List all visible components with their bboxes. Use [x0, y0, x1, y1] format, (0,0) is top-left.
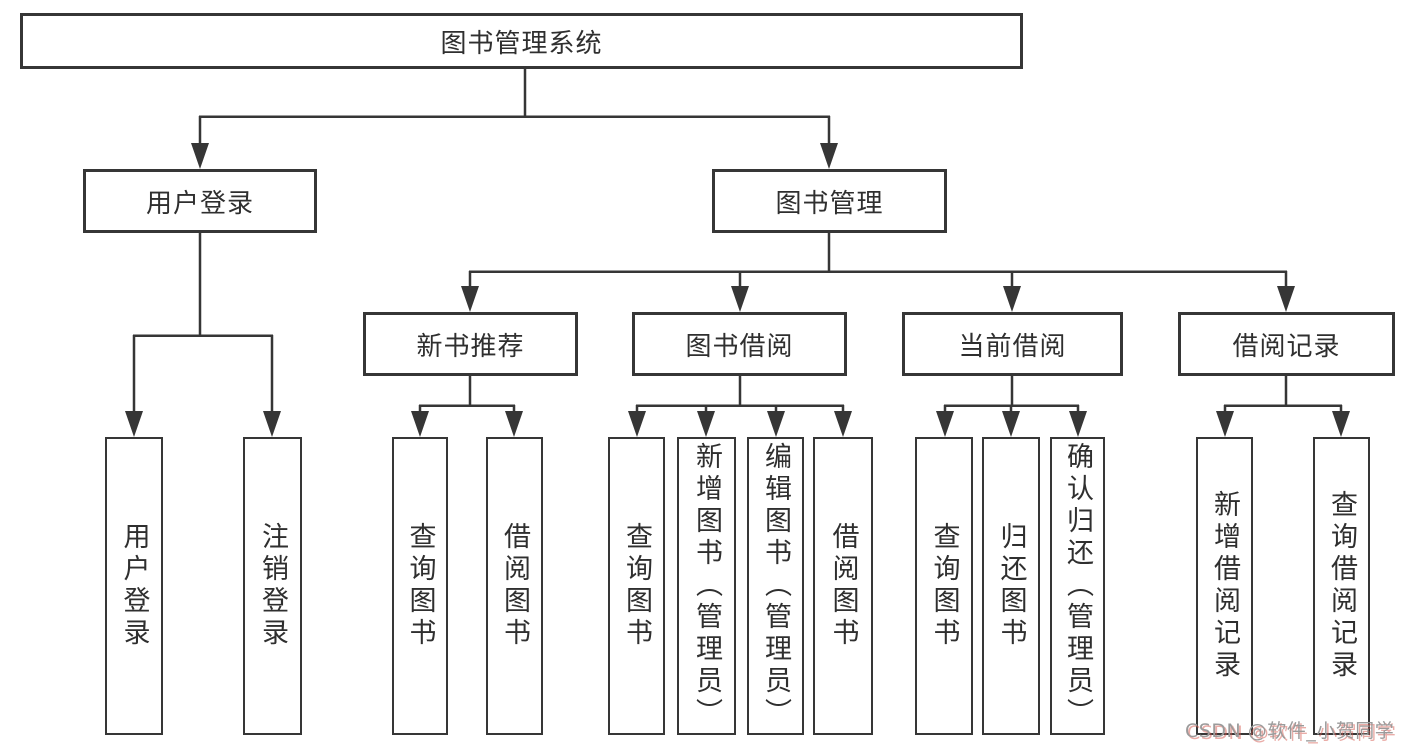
leaf-user-login: 用户登录 [105, 437, 163, 735]
leaf-records-add-record-label: 新增借阅记录 [1209, 490, 1240, 682]
leaf-current-return-book: 归还图书 [982, 437, 1040, 735]
leaf-borrowing-query-book: 查询图书 [608, 437, 665, 735]
node-book-management-label: 图书管理 [775, 188, 884, 219]
leaf-borrowing-edit-book-admin-label: 编辑图书（管理员） [760, 442, 791, 730]
leaf-borrowing-add-book-admin: 新增图书（管理员） [677, 437, 736, 735]
csdn-watermark: CSDN @软件_小贺同学 [1185, 720, 1395, 742]
leaf-records-query-record: 查询借阅记录 [1313, 437, 1370, 735]
node-root-system: 图书管理系统 [20, 13, 1023, 69]
leaf-recommend-borrow-book: 借阅图书 [486, 437, 543, 735]
leaf-current-confirm-return-admin: 确认归还（管理员） [1050, 437, 1105, 735]
node-new-book-recommend: 新书推荐 [363, 312, 578, 376]
leaf-logout-login-label: 注销登录 [257, 522, 288, 650]
node-user-login-label: 用户登录 [145, 188, 254, 219]
leaf-recommend-borrow-book-label: 借阅图书 [499, 522, 530, 650]
leaf-recommend-query-book-label: 查询图书 [404, 522, 436, 650]
node-user-login: 用户登录 [83, 169, 317, 233]
node-borrowing-records: 借阅记录 [1178, 312, 1395, 376]
leaf-recommend-query-book: 查询图书 [392, 437, 448, 735]
node-book-borrowing: 图书借阅 [632, 312, 847, 376]
leaf-user-login-label: 用户登录 [118, 522, 150, 650]
leaf-borrowing-edit-book-admin: 编辑图书（管理员） [747, 437, 804, 735]
leaf-borrowing-add-book-admin-label: 新增图书（管理员） [691, 442, 722, 730]
leaf-borrowing-borrow-book: 借阅图书 [813, 437, 873, 735]
leaf-borrowing-query-book-label: 查询图书 [621, 522, 652, 650]
node-book-borrowing-label: 图书借阅 [685, 331, 794, 362]
leaf-current-confirm-return-admin-label: 确认归还（管理员） [1062, 442, 1093, 730]
leaf-records-query-record-label: 查询借阅记录 [1326, 490, 1357, 682]
node-borrowing-records-label: 借阅记录 [1232, 331, 1341, 362]
leaf-current-return-book-label: 归还图书 [995, 522, 1027, 650]
node-new-book-recommend-label: 新书推荐 [416, 331, 525, 362]
leaf-current-query-book-label: 查询图书 [928, 522, 960, 650]
leaf-logout-login: 注销登录 [243, 437, 302, 735]
node-current-borrowing: 当前借阅 [902, 312, 1123, 376]
leaf-borrowing-borrow-book-label: 借阅图书 [827, 522, 859, 650]
node-current-borrowing-label: 当前借阅 [958, 331, 1067, 362]
node-book-management: 图书管理 [712, 169, 947, 233]
leaf-records-add-record: 新增借阅记录 [1196, 437, 1253, 735]
leaf-current-query-book: 查询图书 [915, 437, 973, 735]
node-root-label: 图书管理系统 [440, 28, 603, 59]
